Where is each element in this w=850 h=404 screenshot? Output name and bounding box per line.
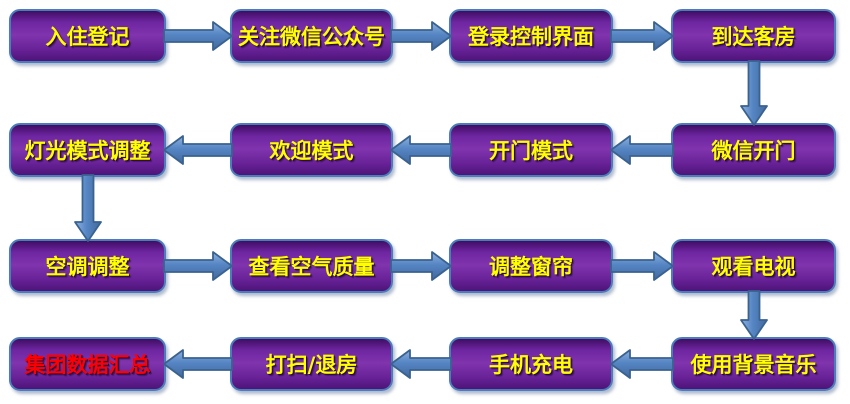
flow-node-label: 查看空气质量 bbox=[248, 255, 375, 279]
connector-arrow-right-icon bbox=[610, 21, 674, 51]
flow-node-door-open-mode: 开门模式 bbox=[449, 123, 613, 177]
flow-node-welcome-mode: 欢迎模式 bbox=[230, 123, 393, 177]
flow-node-label: 空调调整 bbox=[45, 255, 130, 279]
flow-node-check-air-quality: 查看空气质量 bbox=[230, 239, 393, 293]
flow-node-label: 欢迎模式 bbox=[269, 139, 354, 163]
flow-node-light-mode-adjust: 灯光模式调整 bbox=[9, 123, 166, 177]
flow-node-label: 观看电视 bbox=[711, 255, 796, 279]
flow-node-arrive-guest-room: 到达客房 bbox=[671, 9, 836, 63]
flow-node-label: 集团数据汇总 bbox=[24, 353, 151, 377]
flow-node-login-control-interface: 登录控制界面 bbox=[449, 9, 613, 63]
flow-node-label: 手机充电 bbox=[489, 353, 573, 377]
connector-arrow-left-icon bbox=[163, 349, 233, 379]
flow-node-label: 开门模式 bbox=[489, 139, 573, 163]
flow-node-label: 调整窗帘 bbox=[489, 255, 573, 279]
flow-node-use-background-music: 使用背景音乐 bbox=[671, 337, 836, 391]
flow-node-phone-charging: 手机充电 bbox=[449, 337, 613, 391]
connector-arrow-left-icon bbox=[390, 349, 452, 379]
flow-node-adjust-curtains: 调整窗帘 bbox=[449, 239, 613, 293]
flow-node-label: 打扫/退房 bbox=[265, 353, 358, 377]
connector-arrow-right-icon bbox=[390, 21, 452, 51]
connector-arrow-left-icon bbox=[163, 135, 233, 165]
flow-node-ac-adjust: 空调调整 bbox=[9, 239, 166, 293]
flow-node-follow-wechat-account: 关注微信公众号 bbox=[230, 9, 393, 63]
flow-node-check-in-registration: 入住登记 bbox=[9, 9, 166, 63]
flow-node-label: 灯光模式调整 bbox=[24, 139, 151, 163]
connector-arrow-right-icon bbox=[163, 251, 233, 281]
flow-node-label: 到达客房 bbox=[711, 25, 796, 49]
flow-node-wechat-door-open: 微信开门 bbox=[671, 123, 836, 177]
flow-node-watch-tv: 观看电视 bbox=[671, 239, 836, 293]
flow-node-label: 微信开门 bbox=[711, 139, 796, 163]
connector-arrow-down-icon bbox=[739, 60, 768, 126]
flow-node-label: 关注微信公众号 bbox=[238, 25, 385, 49]
connector-arrow-right-icon bbox=[163, 21, 233, 51]
flow-node-label: 使用背景音乐 bbox=[690, 353, 817, 377]
connector-arrow-down-icon bbox=[739, 290, 768, 340]
connector-arrow-down-icon bbox=[73, 174, 102, 242]
flow-node-label: 入住登记 bbox=[45, 25, 130, 49]
flow-node-label: 登录控制界面 bbox=[468, 25, 594, 49]
connector-arrow-left-icon bbox=[610, 349, 674, 379]
flow-node-group-data-summary: 集团数据汇总 bbox=[9, 337, 166, 391]
connector-arrow-right-icon bbox=[610, 251, 674, 281]
connector-arrow-right-icon bbox=[390, 251, 452, 281]
flow-node-cleaning-checkout: 打扫/退房 bbox=[230, 337, 393, 391]
connector-arrow-left-icon bbox=[390, 135, 452, 165]
connector-arrow-left-icon bbox=[610, 135, 674, 165]
